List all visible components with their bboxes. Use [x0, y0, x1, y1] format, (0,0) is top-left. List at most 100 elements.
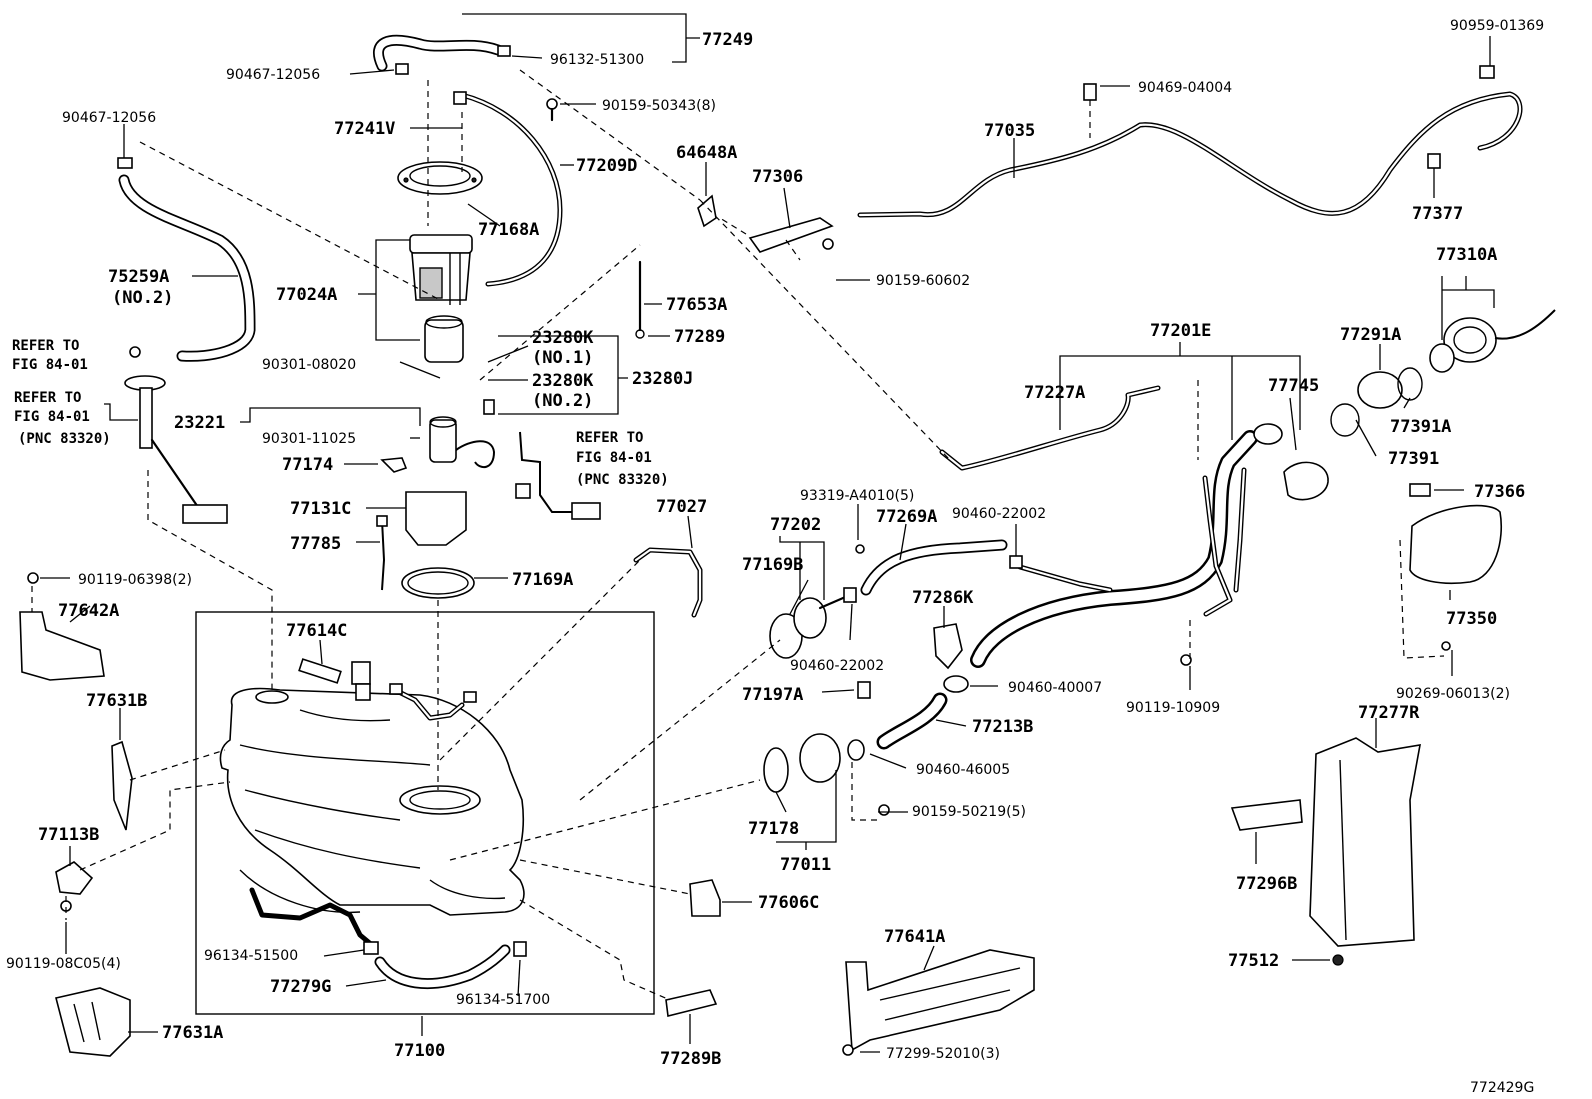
label-64648A: 64648A [676, 143, 737, 163]
label-90467-12056-left: 90467-12056 [62, 110, 156, 126]
bolt-icon [27, 98, 1451, 1056]
protector-77641A [845, 949, 1035, 1052]
bracket-64648A [697, 194, 717, 228]
cable-77035 [857, 91, 1523, 218]
label-77213B: 77213B [972, 717, 1033, 737]
label-23280K-1: 23280K [532, 328, 594, 348]
label-90959-01369: 90959-01369 [1450, 18, 1544, 34]
label-77614C: 77614C [286, 621, 347, 641]
fuel-tank-group-box [195, 611, 655, 1015]
label-90119-06398: 90119-06398(2) [78, 572, 192, 588]
label-77011: 77011 [780, 855, 831, 875]
label-77024A: 77024A [276, 285, 337, 305]
label-23221: 23221 [174, 413, 225, 433]
label-77391: 77391 [1388, 449, 1439, 469]
label-77653A: 77653A [666, 295, 727, 315]
figure-code: 772429G [1470, 1080, 1534, 1096]
label-90119-08C05: 90119-08C05(4) [6, 956, 121, 972]
fuel-cap-icon [1443, 309, 1556, 363]
reference-1-line2: FIG 84-01 [12, 357, 88, 373]
label-77249: 77249 [702, 30, 753, 50]
reference-3-line3: (PNC 83320) [576, 472, 669, 488]
label-77202: 77202 [770, 515, 821, 535]
label-77350: 77350 [1446, 609, 1497, 629]
label-77113B: 77113B [38, 825, 99, 845]
protector-77631B [111, 740, 133, 831]
label-77169B: 77169B [742, 555, 803, 575]
label-90159-50343: 90159-50343(8) [602, 98, 716, 114]
label-77197A: 77197A [742, 685, 803, 705]
label-77366: 77366 [1474, 482, 1525, 502]
label-77174: 77174 [282, 455, 333, 475]
label-77227A: 77227A [1024, 383, 1085, 403]
label-77310A: 77310A [1436, 245, 1497, 265]
label-77306: 77306 [752, 167, 803, 187]
fuel-lid-icon [1409, 504, 1502, 585]
label-77279G: 77279G [270, 977, 331, 997]
protector-77642A [19, 611, 105, 681]
label-77178: 77178 [748, 819, 799, 839]
protector-77277R [1309, 737, 1421, 947]
bracket-77296B [1230, 799, 1303, 831]
label-90269-06013: 90269-06013(2) [1396, 686, 1510, 702]
label-23280K-1-sub: (NO.1) [532, 348, 593, 368]
gasket-77169A [401, 567, 475, 599]
ring-77745 [1283, 461, 1329, 501]
reference-2-line1: REFER TO [14, 390, 81, 406]
label-90119-10909: 90119-10909 [1126, 700, 1220, 716]
label-77391A: 77391A [1390, 417, 1451, 437]
label-77027: 77027 [656, 497, 707, 517]
reference-2-line2: FIG 84-01 [14, 409, 90, 425]
label-96134-51500: 96134-51500 [204, 948, 298, 964]
label-75259A: 75259A [108, 267, 169, 287]
hose-77027 [633, 547, 703, 618]
label-23280K-2: 23280K [532, 371, 594, 391]
label-77296B: 77296B [1236, 874, 1297, 894]
label-90460-22002-a: 90460-22002 [952, 506, 1046, 522]
label-77512: 77512 [1228, 951, 1279, 971]
pump-flange-icon [397, 161, 483, 195]
clamp-90460-40007 [943, 675, 969, 693]
protector-77631A [55, 987, 131, 1057]
label-90159-50219: 90159-50219(5) [912, 804, 1026, 820]
label-77299-52010: 77299-52010(3) [886, 1046, 1000, 1062]
label-90460-22002-b: 90460-22002 [790, 658, 884, 674]
label-90301-08020: 90301-08020 [262, 357, 356, 373]
label-77100: 77100 [394, 1041, 445, 1061]
fuel-pump-icon [409, 234, 473, 363]
label-77131C: 77131C [290, 499, 351, 519]
label-77631B: 77631B [86, 691, 147, 711]
pad-77614C [298, 658, 342, 684]
label-96132-51300: 96132-51300 [550, 52, 644, 68]
label-90467-12056-top: 90467-12056 [226, 67, 320, 83]
label-77201E: 77201E [1150, 321, 1211, 341]
label-90460-40007: 90460-40007 [1008, 680, 1102, 696]
label-75259A-sub: (NO.2) [112, 288, 173, 308]
clip-77366 [1409, 483, 1431, 497]
ring-77391A [1397, 367, 1423, 401]
reference-2-line3: (PNC 83320) [18, 431, 111, 447]
pump-bracket-77131C [405, 491, 467, 546]
filler-pipe-icon [970, 423, 1283, 668]
label-77169A: 77169A [512, 570, 573, 590]
label-96134-51700: 96134-51700 [456, 992, 550, 1008]
label-90159-60602: 90159-60602 [876, 273, 970, 289]
bracket-77606C [689, 879, 721, 917]
filter-23280K [483, 399, 495, 415]
label-90469-04004: 90469-04004 [1138, 80, 1232, 96]
tank-vent-pipe [249, 887, 375, 948]
bracket-77286K [933, 623, 963, 670]
label-93319-A4010: 93319-A4010(5) [800, 488, 914, 504]
label-77377: 77377 [1412, 204, 1463, 224]
label-77631A: 77631A [162, 1023, 223, 1043]
label-77291A: 77291A [1340, 325, 1401, 345]
opener-lever-77306 [748, 217, 834, 253]
fuel-tank-icon [219, 687, 525, 916]
label-77745: 77745 [1268, 376, 1319, 396]
label-77035: 77035 [984, 121, 1035, 141]
label-77289: 77289 [674, 327, 725, 347]
label-90301-11025: 90301-11025 [262, 431, 356, 447]
label-77785: 77785 [290, 534, 341, 554]
ring-77291A [1357, 371, 1403, 409]
